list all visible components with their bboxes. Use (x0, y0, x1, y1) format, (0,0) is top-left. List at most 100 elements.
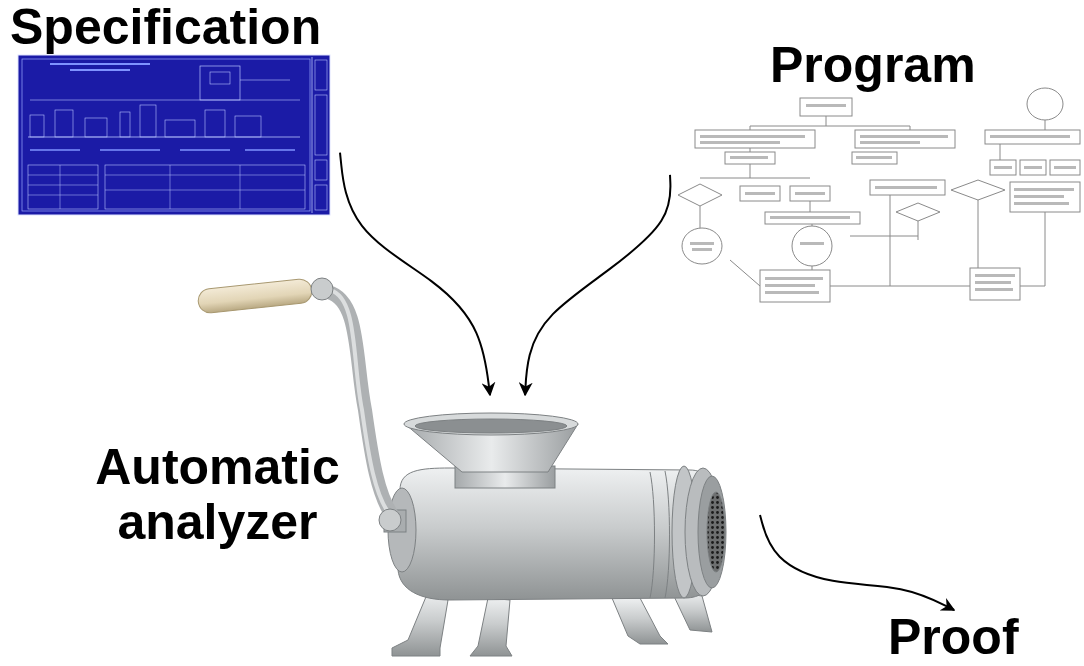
blueprint-drawing-part (28, 195, 98, 196)
blueprint-drawing-part (315, 185, 327, 210)
blueprint-drawing-part (30, 115, 44, 137)
blueprint-drawing-part (105, 190, 305, 191)
flowchart-drawing-part (890, 195, 891, 286)
flowchart-drawing-part (830, 286, 970, 287)
flowchart-drawing-part (1045, 212, 1046, 286)
flowchart-drawing-part-part (1014, 195, 1064, 198)
specification-node: Specification (10, 0, 340, 218)
flowchart-drawing-part (850, 236, 918, 237)
grinder-drawing-part (707, 492, 725, 572)
flowchart-drawing-part-part (1014, 188, 1074, 191)
blueprint-drawing-part (22, 59, 310, 211)
flowchart-drawing-part (970, 268, 1020, 300)
flowchart-drawing-part (725, 152, 775, 164)
flowchart-drawing-part (870, 180, 945, 195)
flowchart-drawing-part-part (975, 281, 1011, 284)
blueprint-drawing-part (105, 165, 305, 209)
grinder-drawing-part (698, 476, 726, 588)
grinder-drawing-part (311, 278, 333, 300)
blueprint-drawing-part (70, 69, 130, 71)
flowchart-drawing-part-part (795, 192, 825, 195)
flowchart-drawing-part (678, 184, 722, 206)
blueprint-drawing-part (28, 165, 98, 209)
flowchart-drawing-part-part (856, 156, 892, 159)
grinder-drawing-part (612, 598, 668, 644)
flowchart-drawing-part (695, 130, 815, 148)
flowchart-drawing-part-part (990, 135, 1070, 138)
blueprint-drawing-part (30, 149, 80, 151)
flowchart-drawing-part (810, 201, 811, 212)
flowchart-drawing-part-part (860, 141, 920, 144)
blueprint-drawing-part (315, 95, 327, 155)
flowchart-drawing-part (750, 148, 751, 152)
blueprint-drawing-part (165, 120, 195, 137)
blueprint-drawing-part (235, 116, 261, 137)
flowchart-drawing-part (690, 104, 1076, 294)
blueprint-drawing-part (315, 160, 327, 180)
flowchart-drawing-part (740, 186, 780, 201)
grinder-drawing-part (379, 509, 401, 531)
flowchart-drawing-part-part (690, 242, 714, 245)
blueprint-drawing-part (28, 175, 98, 176)
flowchart-drawing-part (750, 164, 751, 178)
flowchart-drawing-part-part (1054, 166, 1076, 169)
flowchart-drawing-part (978, 200, 979, 268)
flowchart-drawing-part-part (975, 274, 1015, 277)
flowchart-drawing-part (990, 160, 1016, 175)
flowchart-drawing-part (1050, 160, 1080, 175)
flowchart-drawing-part-part (765, 284, 815, 287)
flowchart-drawing-part (852, 152, 897, 164)
node-label: Automatic analyzer (85, 440, 350, 550)
flowchart-drawing-part-part (1014, 202, 1069, 205)
grinder-drawing-part (470, 598, 512, 656)
flowchart-drawing-part-part (765, 277, 823, 280)
blueprint-drawing-part (85, 118, 107, 137)
flowchart-drawing-part (750, 126, 910, 127)
flowchart-drawing-part-part (745, 192, 775, 195)
blueprint-drawing-part (170, 165, 171, 209)
flowchart-drawing-part-part (806, 104, 846, 107)
flowchart-drawing-part (1000, 144, 1001, 160)
flowchart-drawing-part (1020, 286, 1045, 287)
curved-arrow (340, 153, 490, 395)
flowchart-drawing-part (985, 130, 1080, 144)
flowchart-drawing-part-part (860, 135, 948, 138)
grinder-drawing-part (650, 472, 655, 598)
flowchart-drawing (678, 88, 1080, 302)
grinder-drawing-part (415, 419, 567, 433)
program-node: Program (670, 38, 1084, 333)
flowchart-drawing-part (700, 206, 701, 228)
flowchart-drawing-part (765, 212, 860, 224)
flowchart-drawing-part-part (994, 166, 1012, 169)
flowchart-drawing-part (826, 116, 827, 126)
flowchart-drawing-part-part (700, 135, 805, 138)
flowchart-drawing-part (812, 224, 813, 226)
flowchart-drawing-part (1020, 160, 1046, 175)
blueprint-drawing-part (315, 60, 327, 90)
grinder-drawing-part (197, 278, 313, 314)
node-label: Program (770, 38, 976, 93)
blueprint-drawing-part (205, 110, 225, 137)
blueprint-drawing-part (200, 66, 240, 100)
flowchart-drawing-part (812, 266, 813, 270)
flowchart-drawing-part (682, 228, 722, 264)
blueprint-drawing-part (30, 100, 300, 101)
blueprint-drawing-part (28, 185, 98, 186)
flowchart-drawing-part (855, 130, 955, 148)
node-label: Specification (10, 0, 321, 55)
text-holder: Automatic analyzer (85, 440, 350, 550)
flowchart-drawing-part-part (800, 242, 824, 245)
blueprint-drawing-part (28, 137, 300, 138)
flowchart-drawing-part (800, 98, 852, 116)
blueprint-drawing-part (240, 80, 290, 81)
blueprint-drawing-part (312, 57, 313, 213)
flowchart-drawing-part (1010, 182, 1080, 212)
text-holder: Proof (888, 610, 1019, 665)
flowchart-drawing-part-part (975, 288, 1013, 291)
grinder-drawing-part (665, 471, 670, 598)
blueprint-drawing (18, 55, 330, 215)
blueprint-drawing-part (140, 105, 156, 137)
flowchart-drawing-part (750, 126, 751, 130)
